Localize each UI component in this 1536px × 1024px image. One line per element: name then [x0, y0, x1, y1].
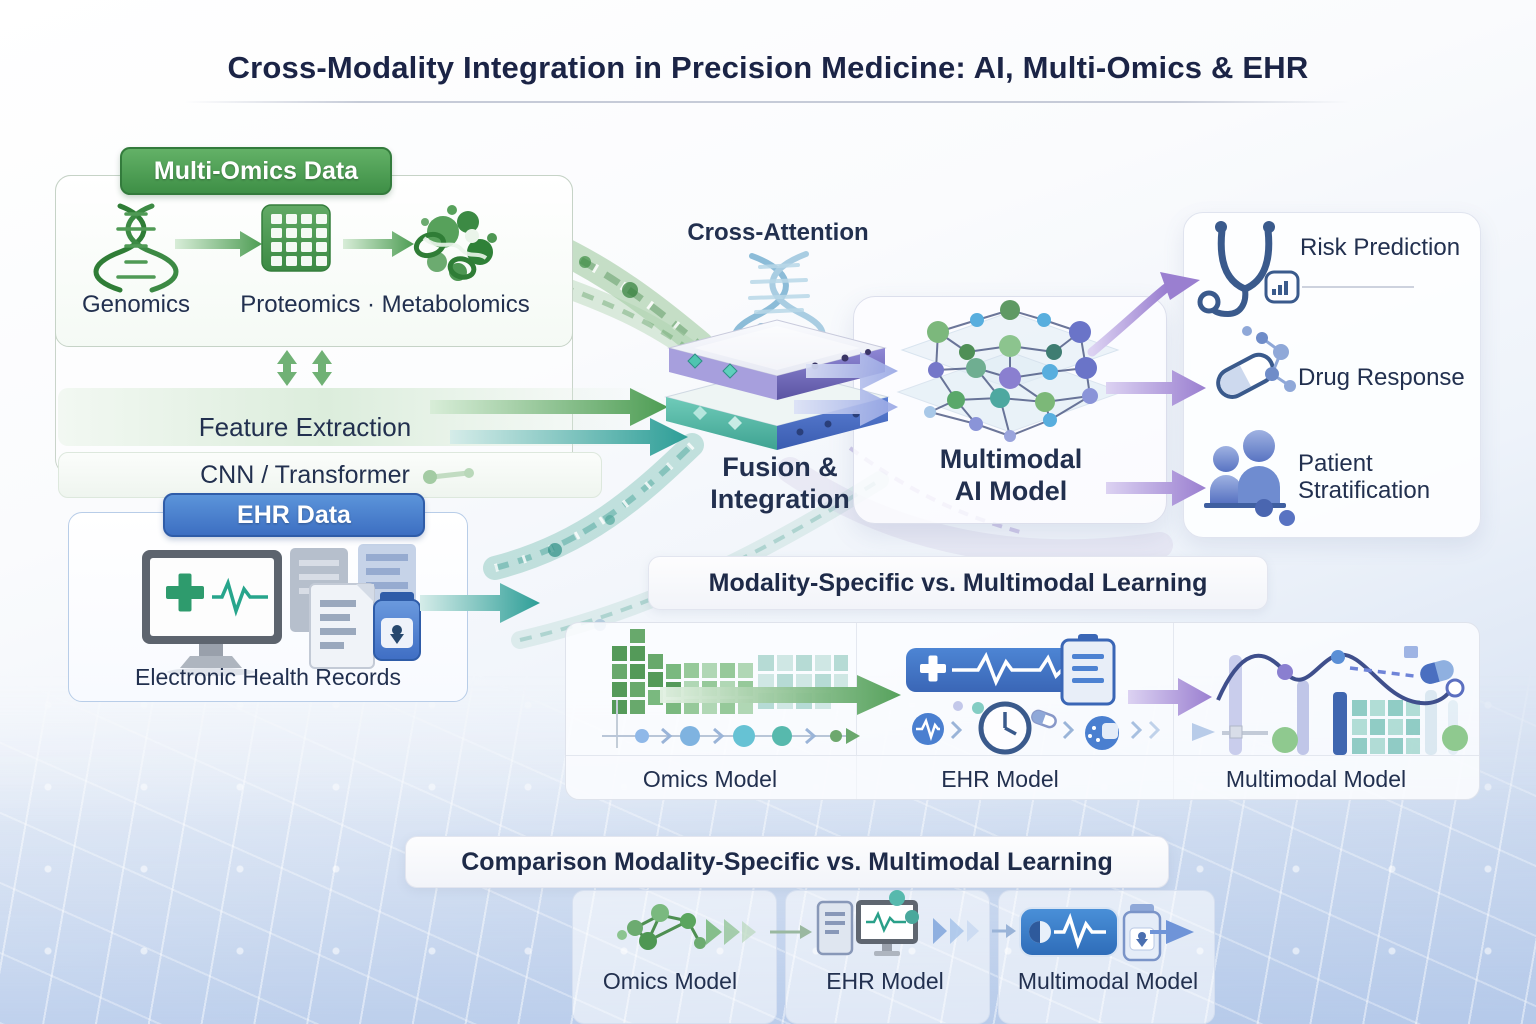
mini-panel-multimodal — [998, 890, 1215, 1024]
proteomics-metabolomics-label: Proteomics · Metabolomics — [240, 291, 530, 318]
mini-panel-ehr — [785, 890, 990, 1024]
cross-attention-label: Cross-Attention — [687, 219, 869, 246]
multi-omics-badge: Multi-Omics Data — [120, 147, 392, 195]
panel-omics-label: Omics Model — [642, 766, 778, 792]
comparison-section-banner: Comparison Modality-Specific vs. Multimo… — [405, 836, 1169, 888]
ai-model-label-line2: AI Model — [954, 476, 1068, 506]
risk-prediction-label: Risk Prediction — [1300, 234, 1461, 261]
feature-extraction-label: Feature Extraction — [198, 412, 412, 442]
mini-ehr-label: EHR Model — [826, 968, 944, 994]
patient-stratification-label-line2: Stratification — [1298, 477, 1431, 504]
panel-multimodal-label: Multimodal Model — [1225, 766, 1407, 792]
ehr-data-badge: EHR Data — [163, 493, 425, 537]
patient-stratification-label-line1: Patient — [1298, 450, 1373, 477]
mini-multimodal-label: Multimodal Model — [1017, 968, 1199, 994]
cnn-transformer-label: CNN / Transformer — [200, 461, 410, 489]
comparison-section-title: Comparison Modality-Specific vs. Multimo… — [461, 847, 1113, 876]
genomics-label: Genomics — [81, 291, 191, 318]
cross-attention-dna-icon — [732, 251, 826, 356]
panel-label-strip — [566, 755, 1479, 799]
title-divider — [185, 101, 1350, 103]
multi-omics-panel — [55, 175, 573, 347]
fusion-label-line1: Fusion & — [722, 452, 838, 482]
mini-omics-label: Omics Model — [602, 968, 738, 994]
drug-response-label: Drug Response — [1298, 364, 1465, 391]
modality-section-title: Modality-Specific vs. Multimodal Learnin… — [708, 568, 1208, 597]
panel-ehr-label: EHR Model — [941, 766, 1059, 792]
risk-prediction-underline — [1302, 286, 1414, 288]
ehr-records-label: Electronic Health Records — [135, 664, 401, 690]
mini-panel-omics — [572, 890, 777, 1024]
fusion-label-line2: Integration — [710, 484, 850, 514]
ai-model-label-line1: Multimodal — [939, 444, 1083, 474]
page-title: Cross-Modality Integration in Precision … — [227, 50, 1309, 85]
modality-section-banner: Modality-Specific vs. Multimodal Learnin… — [648, 556, 1268, 610]
